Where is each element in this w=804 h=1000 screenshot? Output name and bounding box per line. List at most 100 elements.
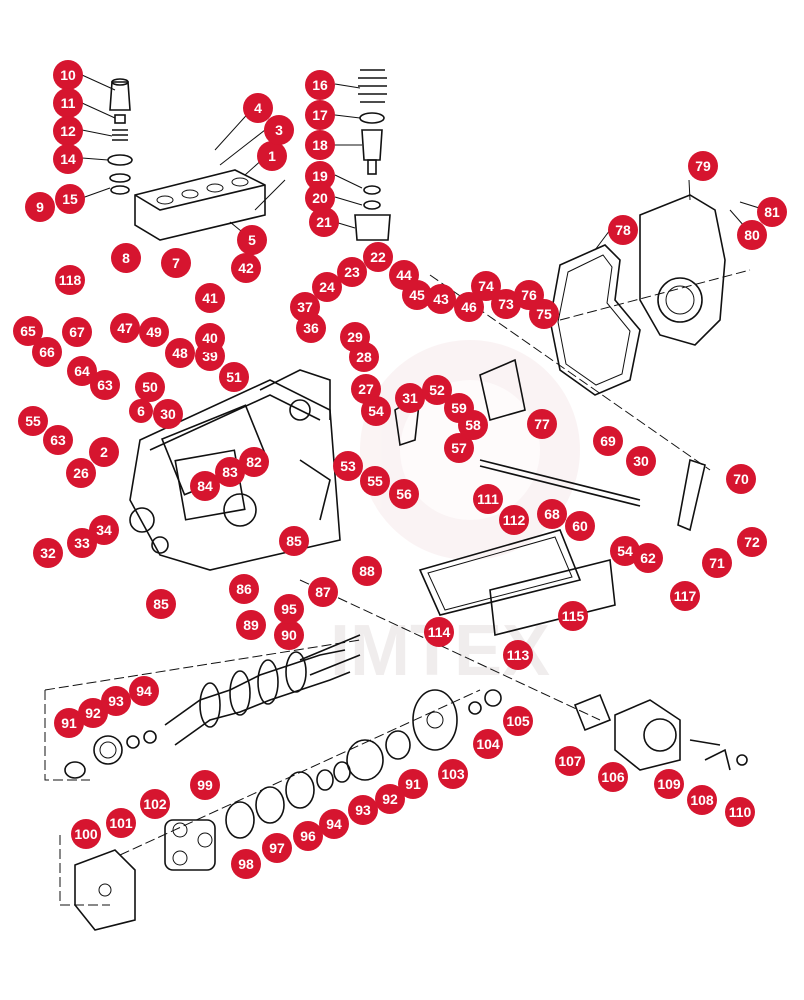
callout[interactable]: 89 <box>236 610 266 640</box>
callout[interactable]: 80 <box>737 220 767 250</box>
callout[interactable]: 73 <box>491 289 521 319</box>
callout[interactable]: 42 <box>231 253 261 283</box>
callout[interactable]: 108 <box>687 785 717 815</box>
callout[interactable]: 70 <box>726 464 756 494</box>
callout[interactable]: 4 <box>243 93 273 123</box>
callout[interactable]: 79 <box>688 151 718 181</box>
callout[interactable]: 12 <box>53 116 83 146</box>
callout[interactable]: 115 <box>558 601 588 631</box>
callout[interactable]: 19 <box>305 161 335 191</box>
callout[interactable]: 82 <box>239 447 269 477</box>
callout[interactable]: 98 <box>231 849 261 879</box>
callout[interactable]: 76 <box>514 280 544 310</box>
callout[interactable]: 26 <box>66 458 96 488</box>
callout[interactable]: 2 <box>89 437 119 467</box>
callout[interactable]: 48 <box>165 338 195 368</box>
callout[interactable]: 63 <box>90 370 120 400</box>
callout[interactable]: 95 <box>274 594 304 624</box>
callout[interactable]: 90 <box>274 620 304 650</box>
callout[interactable]: 47 <box>110 313 140 343</box>
callout[interactable]: 84 <box>190 471 220 501</box>
callout[interactable]: 24 <box>312 272 342 302</box>
callout[interactable]: 85 <box>279 526 309 556</box>
callout[interactable]: 71 <box>702 548 732 578</box>
callout[interactable]: 22 <box>363 242 393 272</box>
callout[interactable]: 23 <box>337 257 367 287</box>
callout[interactable]: 88 <box>352 556 382 586</box>
callout[interactable]: 69 <box>593 426 623 456</box>
callout[interactable]: 56 <box>389 479 419 509</box>
callout[interactable]: 97 <box>262 833 292 863</box>
callout[interactable]: 114 <box>424 617 454 647</box>
callout[interactable]: 45 <box>402 280 432 310</box>
callout[interactable]: 29 <box>340 322 370 352</box>
callout[interactable]: 91 <box>398 769 428 799</box>
callout[interactable]: 65 <box>13 316 43 346</box>
callout[interactable]: 99 <box>190 770 220 800</box>
callout[interactable]: 103 <box>438 759 468 789</box>
callout[interactable]: 100 <box>71 819 101 849</box>
callout[interactable]: 117 <box>670 581 700 611</box>
callout[interactable]: 105 <box>503 706 533 736</box>
callout[interactable]: 52 <box>422 375 452 405</box>
callout[interactable]: 21 <box>309 207 339 237</box>
callout[interactable]: 1 <box>257 141 287 171</box>
callout[interactable]: 92 <box>375 784 405 814</box>
callout[interactable]: 106 <box>598 762 628 792</box>
callout[interactable]: 43 <box>426 284 456 314</box>
callout[interactable]: 60 <box>565 511 595 541</box>
callout[interactable]: 20 <box>305 183 335 213</box>
callout[interactable]: 63 <box>43 425 73 455</box>
callout[interactable]: 17 <box>305 100 335 130</box>
callout[interactable]: 64 <box>67 356 97 386</box>
callout[interactable]: 49 <box>139 317 169 347</box>
callout[interactable]: 87 <box>308 577 338 607</box>
callout[interactable]: 32 <box>33 538 63 568</box>
callout[interactable]: 55 <box>360 466 390 496</box>
callout[interactable]: 40 <box>195 323 225 353</box>
callout[interactable]: 37 <box>290 292 320 322</box>
callout[interactable]: 30 <box>153 399 183 429</box>
callout[interactable]: 112 <box>499 505 529 535</box>
callout[interactable]: 68 <box>537 499 567 529</box>
callout[interactable]: 96 <box>293 821 323 851</box>
callout[interactable]: 53 <box>333 451 363 481</box>
callout[interactable]: 14 <box>53 144 83 174</box>
callout[interactable]: 33 <box>67 528 97 558</box>
callout[interactable]: 118 <box>55 265 85 295</box>
callout[interactable]: 102 <box>140 789 170 819</box>
callout[interactable]: 94 <box>319 809 349 839</box>
callout[interactable]: 78 <box>608 215 638 245</box>
callout[interactable]: 93 <box>348 795 378 825</box>
callout[interactable]: 85 <box>146 589 176 619</box>
callout[interactable]: 8 <box>111 243 141 273</box>
callout[interactable]: 111 <box>473 484 503 514</box>
callout[interactable]: 107 <box>555 746 585 776</box>
callout[interactable]: 113 <box>503 640 533 670</box>
callout[interactable]: 72 <box>737 527 767 557</box>
callout[interactable]: 3 <box>264 115 294 145</box>
callout[interactable]: 110 <box>725 797 755 827</box>
callout[interactable]: 104 <box>473 729 503 759</box>
callout[interactable]: 55 <box>18 406 48 436</box>
callout[interactable]: 62 <box>633 543 663 573</box>
callout[interactable]: 86 <box>229 574 259 604</box>
callout[interactable]: 59 <box>444 393 474 423</box>
callout[interactable]: 74 <box>471 271 501 301</box>
callout[interactable]: 67 <box>62 317 92 347</box>
callout[interactable]: 31 <box>395 383 425 413</box>
callout[interactable]: 93 <box>101 686 131 716</box>
callout[interactable]: 57 <box>444 433 474 463</box>
callout[interactable]: 51 <box>219 362 249 392</box>
callout[interactable]: 91 <box>54 708 84 738</box>
callout[interactable]: 54 <box>610 536 640 566</box>
callout[interactable]: 101 <box>106 808 136 838</box>
callout[interactable]: 18 <box>305 130 335 160</box>
callout[interactable]: 6 <box>129 399 153 423</box>
callout[interactable]: 10 <box>53 60 83 90</box>
callout[interactable]: 30 <box>626 446 656 476</box>
callout[interactable]: 66 <box>32 337 62 367</box>
callout[interactable]: 50 <box>135 372 165 402</box>
callout[interactable]: 83 <box>215 457 245 487</box>
callout[interactable]: 11 <box>53 88 83 118</box>
